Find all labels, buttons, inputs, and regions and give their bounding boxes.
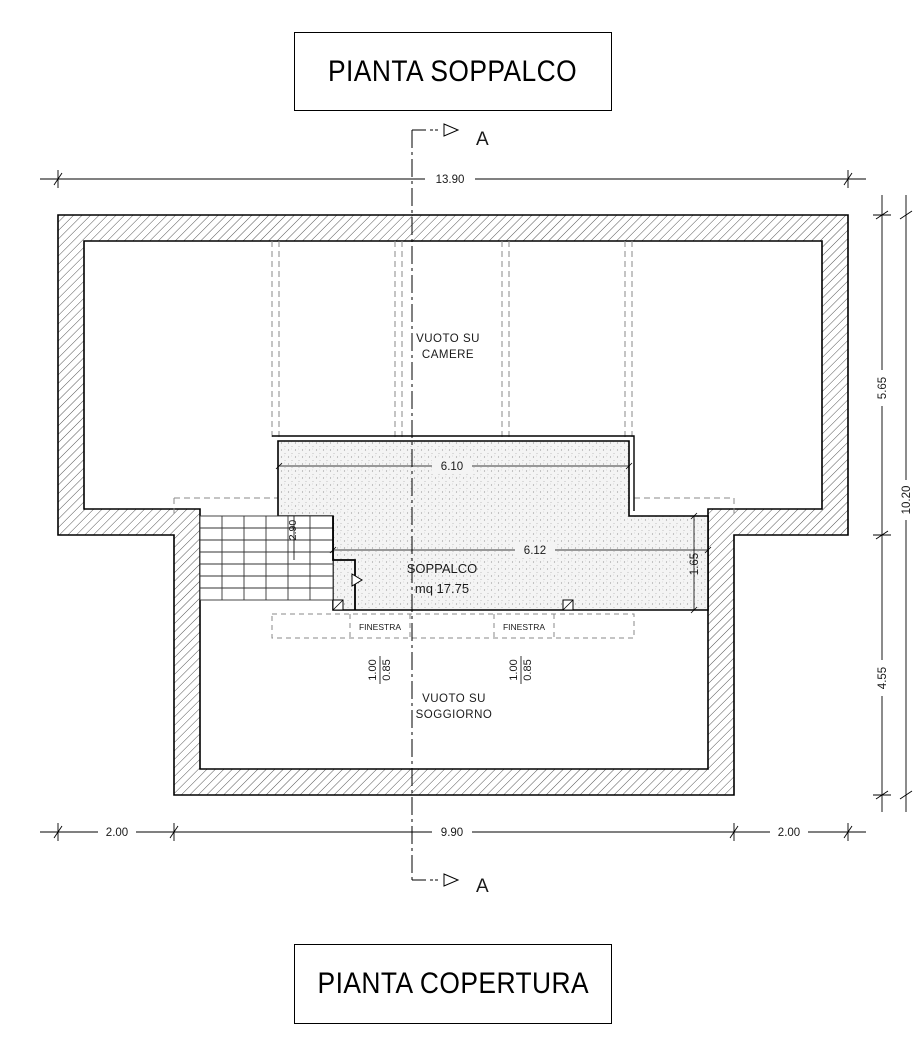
- label-mezzanine-name: SOPPALCO: [407, 561, 478, 576]
- dim-lower-height: 4.55: [877, 667, 889, 689]
- dim-mezzanine-width-top: 6.10: [441, 461, 463, 473]
- dim-overall-width: 13.90: [436, 174, 465, 186]
- label-void-living-1: VUOTO SU: [422, 693, 486, 705]
- section-line: [411, 123, 460, 887]
- window-label-left: FINESTRA: [359, 622, 401, 632]
- dim-center-width: 9.90: [441, 827, 463, 839]
- window-band: [271, 613, 635, 639]
- dim-upper-height: 5.65: [877, 377, 889, 399]
- title-top-box: PIANTA SOPPALCO: [294, 32, 612, 111]
- mezzanine-outline-outer: [272, 435, 635, 511]
- svg-text:0.85: 0.85: [381, 659, 393, 680]
- void-guide-lines: [173, 241, 735, 515]
- exterior-wall: [57, 214, 849, 796]
- plan-title-top: PIANTA SOPPALCO: [328, 54, 578, 88]
- label-mezzanine-area: mq 17.75: [415, 581, 469, 596]
- label-void-living-2: SOGGIORNO: [416, 709, 493, 721]
- dim-right-offset: 2.00: [778, 827, 800, 839]
- title-bottom-box: PIANTA COPERTURA: [294, 944, 612, 1024]
- window-height-left: 1.00 0.85: [367, 656, 393, 684]
- window-label-right: FINESTRA: [503, 622, 545, 632]
- section-label-top: A: [476, 129, 489, 150]
- dim-mezzanine-width: 6.12: [524, 545, 546, 557]
- svg-text:0.85: 0.85: [522, 659, 534, 680]
- dim-overall-height: 10.20: [901, 486, 913, 515]
- plan-title-bottom: PIANTA COPERTURA: [317, 967, 589, 1000]
- window-height-right: 1.00 0.85: [508, 656, 534, 684]
- label-void-rooms-2: CAMERE: [422, 349, 474, 361]
- label-void-rooms-1: VUOTO SU: [416, 333, 480, 345]
- dim-mezzanine-depth: 1.65: [689, 553, 701, 575]
- dim-left-offset: 2.00: [106, 827, 128, 839]
- dim-stair: 2.90: [287, 520, 299, 541]
- svg-text:1.00: 1.00: [508, 659, 520, 680]
- staircase: [199, 515, 363, 610]
- svg-text:1.00: 1.00: [367, 659, 379, 680]
- section-label-bottom: A: [476, 876, 489, 897]
